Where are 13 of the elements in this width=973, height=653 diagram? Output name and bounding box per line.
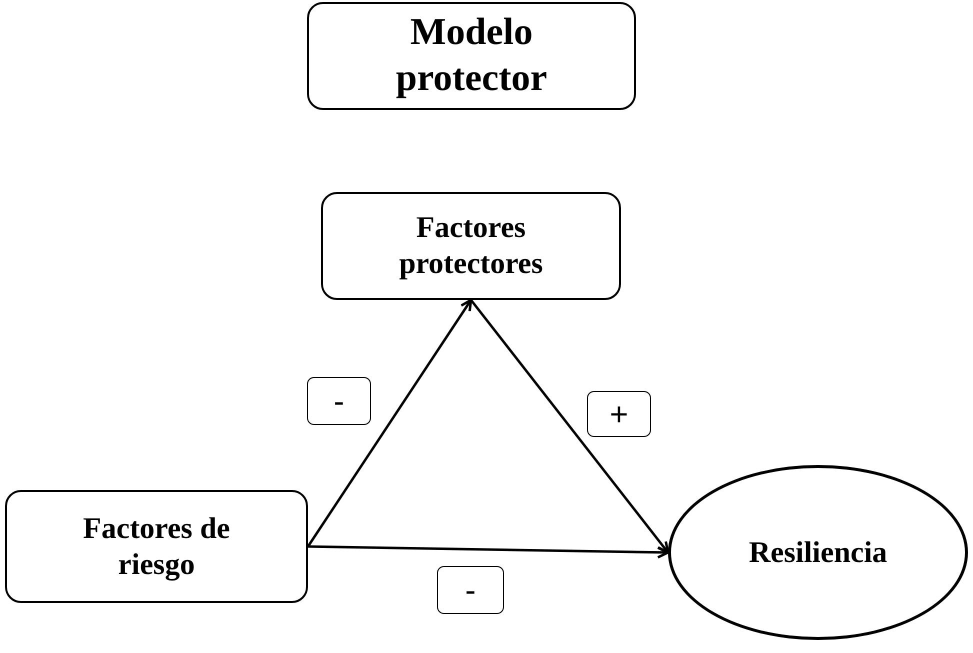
edge-label: + bbox=[587, 391, 651, 437]
edge-label: - bbox=[307, 377, 371, 425]
arrow bbox=[470, 299, 670, 554]
node-text: Factores de riesgo bbox=[82, 510, 231, 582]
node-text: Resiliencia bbox=[748, 534, 888, 570]
concept-box bbox=[307, 2, 636, 110]
edge-label: - bbox=[437, 566, 504, 614]
node-text: Factores protectores bbox=[398, 210, 544, 282]
arrow bbox=[306, 298, 472, 548]
node-text: Modelo protector bbox=[394, 10, 548, 101]
concept-box bbox=[5, 490, 308, 603]
concept-box bbox=[321, 192, 621, 300]
arrow bbox=[308, 545, 670, 559]
